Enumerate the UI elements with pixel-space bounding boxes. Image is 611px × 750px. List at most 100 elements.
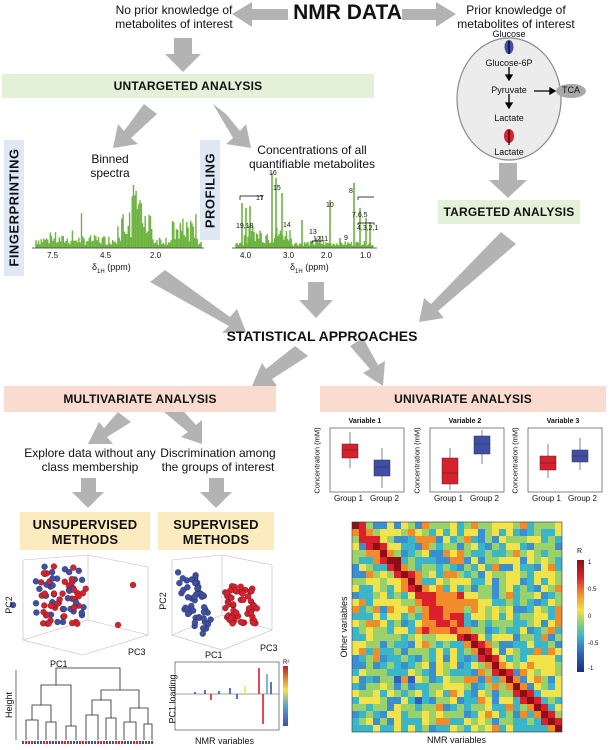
heatmap-cell (485, 669, 492, 676)
heatmap-cell (499, 662, 506, 669)
pls-point (199, 630, 206, 637)
heatmap-cell (401, 683, 408, 690)
heatmap-cell (352, 585, 359, 592)
boxplot-1-group1-box (341, 432, 359, 468)
heatmap-cell (464, 704, 471, 711)
pls-point (184, 610, 192, 618)
heatmap-cell (513, 655, 520, 662)
sup-pc1-label: PC1 (205, 650, 223, 660)
heatmap-cell (422, 522, 429, 529)
heatmap-cell (443, 578, 450, 585)
cell-tca: TCA (562, 85, 580, 95)
heatmap-cell (555, 676, 562, 683)
dendrogram-leaf (91, 741, 93, 744)
peak-9: 9 (344, 235, 348, 242)
heatmap-cell (422, 543, 429, 550)
heatmap-cell (485, 543, 492, 550)
spectrum1-tick-1: 7.5 (47, 251, 59, 260)
heatmap-cell (408, 690, 415, 697)
heatmap-cell (352, 655, 359, 662)
heatmap-cell (366, 599, 373, 606)
heatmap-cell (534, 711, 541, 718)
heatmap-cell (408, 655, 415, 662)
heatmap-cell (499, 669, 506, 676)
heatmap-cell (429, 613, 436, 620)
heatmap-ylabel: Other variables (339, 596, 349, 658)
cell-glucose6p: Glucose-6P (485, 58, 533, 68)
heatmap-cell (373, 627, 380, 634)
heatmap-cell (513, 613, 520, 620)
heatmap-cell (499, 704, 506, 711)
pls-point (229, 620, 236, 627)
heatmap-cell (366, 641, 373, 648)
pls-point (250, 619, 257, 626)
heatmap-cell (464, 662, 471, 669)
heatmap-cell (415, 683, 422, 690)
pls-point (248, 588, 255, 595)
heatmap-cell (520, 655, 527, 662)
dendrogram-branch (123, 721, 137, 740)
heatmap-cell (387, 676, 394, 683)
heatmap-cell (373, 704, 380, 711)
heatmap-cell (380, 613, 387, 620)
heatmap-cell (527, 725, 534, 732)
heatmap-cell (457, 522, 464, 529)
heatmap-cell (492, 578, 499, 585)
heatmap-cell (555, 669, 562, 676)
heatmap-cell (359, 599, 366, 606)
heatmap-cell (513, 564, 520, 571)
heatmap-cell (366, 697, 373, 704)
heatmap-cell (366, 669, 373, 676)
heatmap-cell (352, 564, 359, 571)
heatmap-cell (506, 683, 513, 690)
heatmap-cell (380, 599, 387, 606)
heatmap-cell (506, 711, 513, 718)
heatmap-cell (485, 718, 492, 725)
heatmap-cell (506, 641, 513, 648)
heatmap-cell (422, 634, 429, 641)
heatmap-cell (450, 634, 457, 641)
heatmap-cell (422, 690, 429, 697)
heatmap-cell (478, 620, 485, 627)
heatmap-cell (429, 655, 436, 662)
heatmap-cell (471, 669, 478, 676)
heatmap-cell (394, 599, 401, 606)
heatmap-cell (387, 613, 394, 620)
pca-point (70, 586, 78, 594)
dendrogram-leaf (97, 741, 99, 744)
heatmap-cell (471, 550, 478, 557)
boxplot-3-group2-label: Group 2 (568, 494, 597, 503)
heatmap-cell (408, 683, 415, 690)
heatmap-cell (541, 655, 548, 662)
heatmap-cell (443, 648, 450, 655)
untargeted-title: UNTARGETED ANALYSIS (113, 79, 263, 93)
univariate-title: UNIVARIATE ANALYSIS (394, 392, 532, 406)
heatmap-cell (408, 704, 415, 711)
heatmap-cell (464, 578, 471, 585)
heatmap-cell (443, 606, 450, 613)
heatmap-cell (394, 669, 401, 676)
heatmap-legend-1: 1 (588, 560, 592, 566)
heatmap-cell (450, 592, 457, 599)
heatmap-cell (387, 683, 394, 690)
heatmap-cell (513, 676, 520, 683)
heatmap-cell (513, 606, 520, 613)
heatmap-cell (415, 599, 422, 606)
heatmap-cell (534, 529, 541, 536)
dendrogram-branch (31, 704, 52, 722)
heatmap-cell (464, 571, 471, 578)
heatmap-cell (534, 648, 541, 655)
heatmap-cell (485, 592, 492, 599)
heatmap-cell (499, 613, 506, 620)
heatmap-cell (527, 564, 534, 571)
heatmap-cell (380, 725, 387, 732)
heatmap-cell (352, 641, 359, 648)
boxplot-1-title: Variable 1 (348, 418, 382, 425)
heatmap-cell (373, 522, 380, 529)
heatmap-cell (457, 662, 464, 669)
heatmap-cell (457, 655, 464, 662)
heatmap-cell (527, 571, 534, 578)
heatmap-cell (366, 522, 373, 529)
heatmap-cell (408, 529, 415, 536)
pca-point (61, 578, 68, 585)
